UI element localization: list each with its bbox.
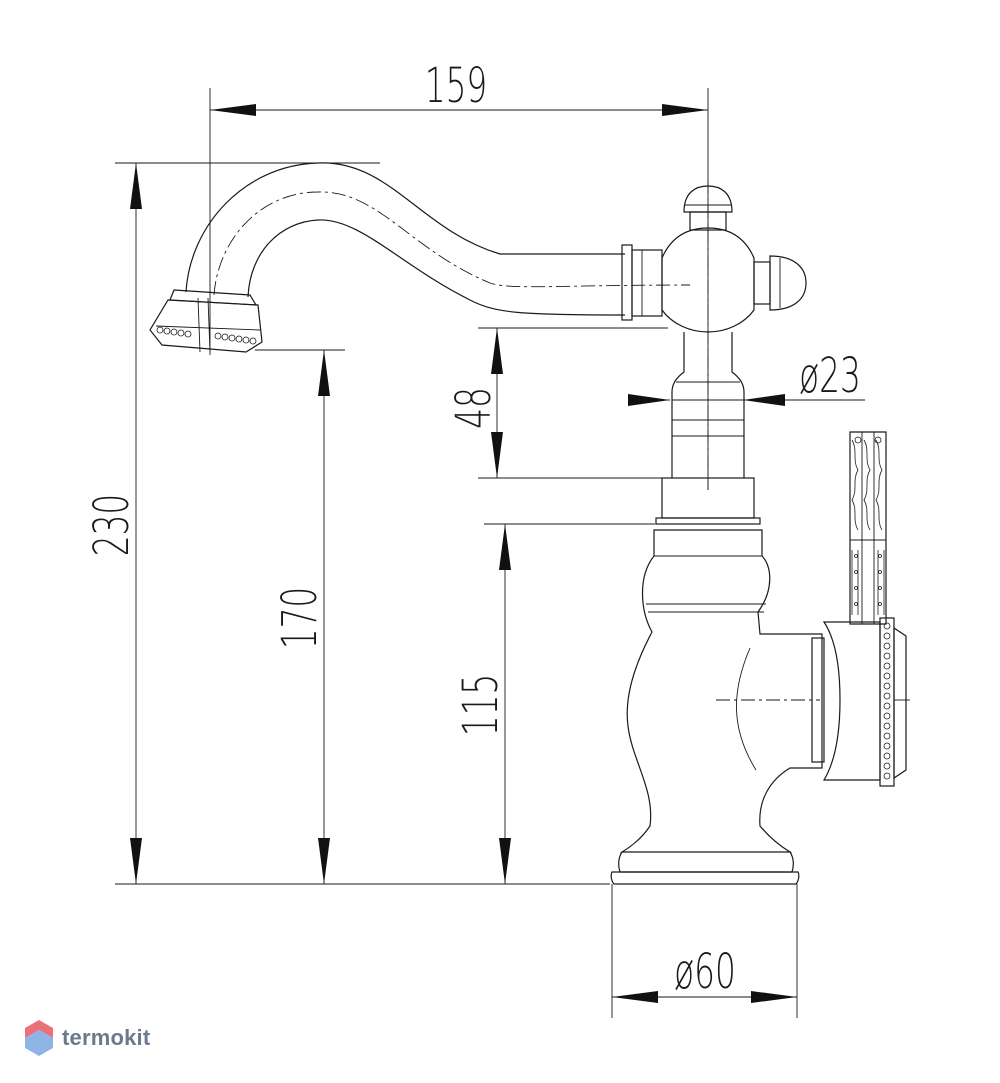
- swivel-head: [621, 180, 807, 490]
- brand-logo-icon: [25, 1020, 53, 1056]
- extension-lines: [115, 88, 798, 1018]
- dimension-height-48: [491, 328, 503, 478]
- aerator: [149, 289, 263, 353]
- dimension-height-115: [499, 524, 511, 884]
- neck: [655, 332, 761, 525]
- aerator-beads: [156, 326, 257, 345]
- brand-name: termokit: [62, 1025, 151, 1050]
- dim-label-48: 48: [446, 387, 502, 429]
- dim-label-170: 170: [272, 587, 328, 650]
- dim-label-159: 159: [425, 58, 488, 114]
- dimension-height-230: [130, 163, 142, 884]
- handle-knurling: [851, 439, 885, 615]
- dim-label-diameter-23: ø23: [799, 348, 861, 404]
- brand-watermark: termokit: [24, 1018, 150, 1058]
- dim-label-230: 230: [84, 494, 140, 557]
- dimension-diameter-60: [612, 991, 797, 1003]
- dimension-diameter-23: [628, 394, 865, 406]
- spout: [185, 162, 691, 316]
- lever-handle: [849, 431, 887, 625]
- dimension-height-170: [318, 350, 330, 884]
- housing-beads: [883, 622, 891, 780]
- dim-label-diameter-60: ø60: [674, 944, 736, 1000]
- cartridge-housing: [811, 617, 910, 787]
- dimension-reach-159: [210, 104, 708, 116]
- dim-label-115: 115: [453, 674, 509, 737]
- body: [610, 529, 823, 885]
